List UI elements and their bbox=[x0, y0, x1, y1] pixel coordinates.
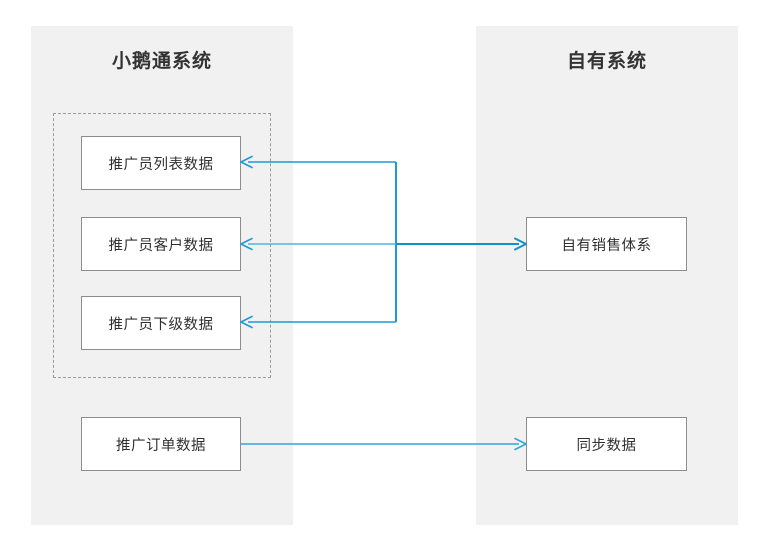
node-promo-order[interactable]: 推广订单数据 bbox=[81, 417, 241, 471]
node-own-sales[interactable]: 自有销售体系 bbox=[526, 217, 687, 271]
node-promoter-sub[interactable]: 推广员下级数据 bbox=[81, 296, 241, 350]
node-sync-data[interactable]: 同步数据 bbox=[526, 417, 687, 471]
dashed-group-container bbox=[53, 113, 271, 378]
node-promoter-customer[interactable]: 推广员客户数据 bbox=[81, 217, 241, 271]
node-own-sales-label: 自有销售体系 bbox=[561, 237, 652, 254]
node-promoter-list[interactable]: 推广员列表数据 bbox=[81, 136, 241, 190]
panel-left-title: 小鹅通系统 bbox=[111, 51, 212, 72]
node-sync-data-label: 同步数据 bbox=[576, 437, 637, 454]
panel-right-title: 自有系统 bbox=[566, 51, 647, 72]
node-promoter-list-label: 推广员列表数据 bbox=[108, 156, 214, 173]
node-promoter-sub-label: 推广员下级数据 bbox=[108, 316, 214, 333]
node-promoter-customer-label: 推广员客户数据 bbox=[108, 237, 214, 254]
node-promo-order-label: 推广订单数据 bbox=[116, 437, 206, 454]
